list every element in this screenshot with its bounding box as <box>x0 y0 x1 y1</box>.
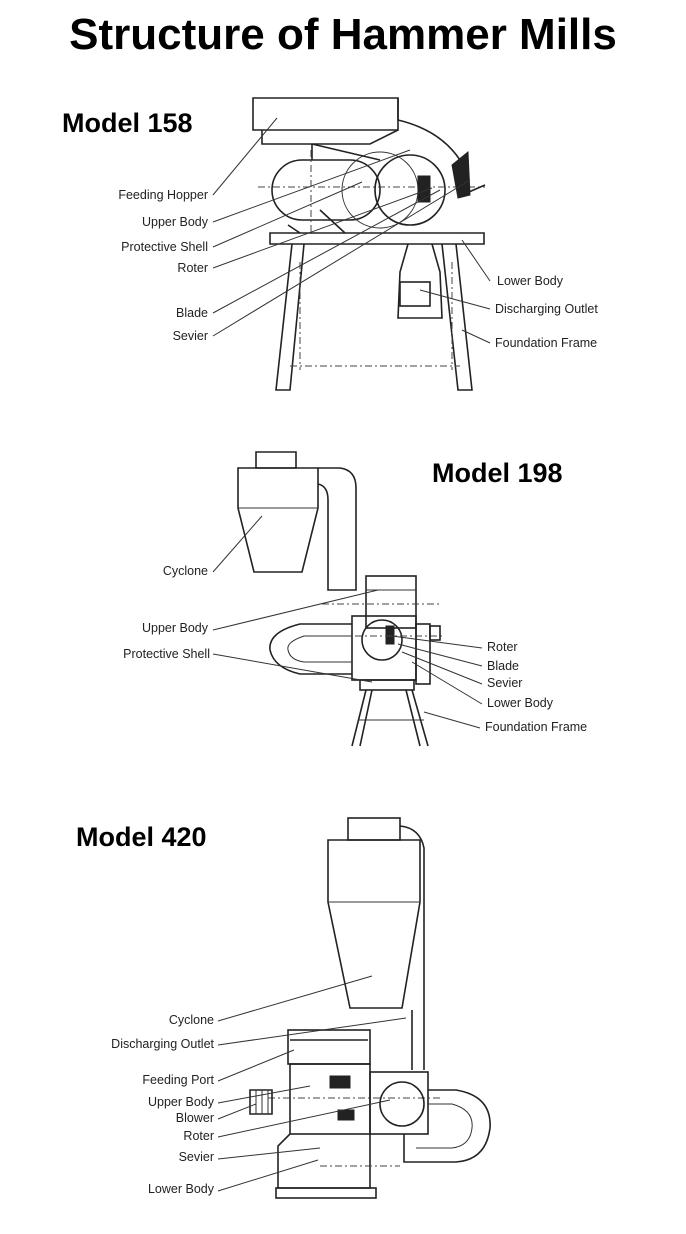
model-158-drawing: Feeding Hopper Upper Body Protective She… <box>118 97 598 391</box>
m198-cyclone <box>237 467 319 573</box>
m420-return-duct <box>399 825 425 1070</box>
m158-label-protective-shell: Protective Shell <box>121 240 208 254</box>
m420-cyclone-top <box>347 817 401 841</box>
m198-label-roter: Roter <box>487 640 518 654</box>
m158-label-roter: Roter <box>177 261 208 275</box>
m198-label-upper-body: Upper Body <box>142 621 209 635</box>
m198-stand-top <box>359 679 415 691</box>
m420-label-roter: Roter <box>183 1129 214 1143</box>
m158-label-foundation-frame: Foundation Frame <box>495 336 597 350</box>
m158-hopper <box>252 97 399 131</box>
m198-label-blade: Blade <box>487 659 519 673</box>
m158-leg-right <box>441 243 473 391</box>
m158-label-blade: Blade <box>176 306 208 320</box>
m158-label-discharging-outlet: Discharging Outlet <box>495 302 598 316</box>
m198-cyclone-top <box>255 451 297 469</box>
m158-leg-left <box>275 243 305 391</box>
page-title: Structure of Hammer Mills <box>69 10 617 59</box>
m420-upper-body <box>289 1063 371 1135</box>
m420-label-upper-body: Upper Body <box>148 1095 215 1109</box>
m198-blower-loop <box>269 623 352 675</box>
m198-label-cyclone: Cyclone <box>163 564 208 578</box>
m158-discharging-outlet <box>397 243 443 319</box>
m158-label-lower-body: Lower Body <box>497 274 564 288</box>
m158-label-feeding-hopper: Feeding Hopper <box>118 188 208 202</box>
m158-motor <box>271 159 381 221</box>
model-198-heading: Model 198 <box>432 458 563 488</box>
m420-lower-body <box>277 1133 371 1189</box>
m158-label-sevier: Sevier <box>173 329 208 343</box>
m198-rotor <box>361 619 403 661</box>
m420-label-blower: Blower <box>176 1111 214 1125</box>
m420-label-lower-body: Lower Body <box>148 1182 215 1196</box>
m420-label-discharging-outlet: Discharging Outlet <box>111 1037 214 1051</box>
m198-label-foundation-frame: Foundation Frame <box>485 720 587 734</box>
m198-label-sevier: Sevier <box>487 676 522 690</box>
m420-label-feeding-port: Feeding Port <box>142 1073 214 1087</box>
m158-table <box>269 232 485 245</box>
model-420-drawing: Cyclone Discharging Outlet Feeding Port … <box>111 817 491 1199</box>
m198-stand-legs <box>351 689 429 747</box>
m420-rotor-housing <box>369 1071 429 1135</box>
m198-main-body <box>351 615 417 681</box>
m158-screen <box>451 150 471 199</box>
model-420-heading: Model 420 <box>76 822 207 852</box>
m158-rotor-housing <box>374 154 446 226</box>
m420-discharging-outlet <box>287 1029 371 1065</box>
m420-cyclone <box>327 839 421 1009</box>
m420-label-cyclone: Cyclone <box>169 1013 214 1027</box>
m198-label-lower-body: Lower Body <box>487 696 554 710</box>
model-158-heading: Model 158 <box>62 108 193 138</box>
m420-label-sevier: Sevier <box>179 1150 214 1164</box>
m198-label-protective-shell: Protective Shell <box>123 647 210 661</box>
m198-upper-body <box>365 575 417 629</box>
m420-base <box>275 1187 377 1199</box>
m198-duct <box>317 467 357 591</box>
model-198-drawing: Cyclone Upper Body Protective Shell Rote… <box>123 451 587 747</box>
m158-label-upper-body: Upper Body <box>142 215 209 229</box>
m420-blower-loop <box>403 1089 491 1163</box>
